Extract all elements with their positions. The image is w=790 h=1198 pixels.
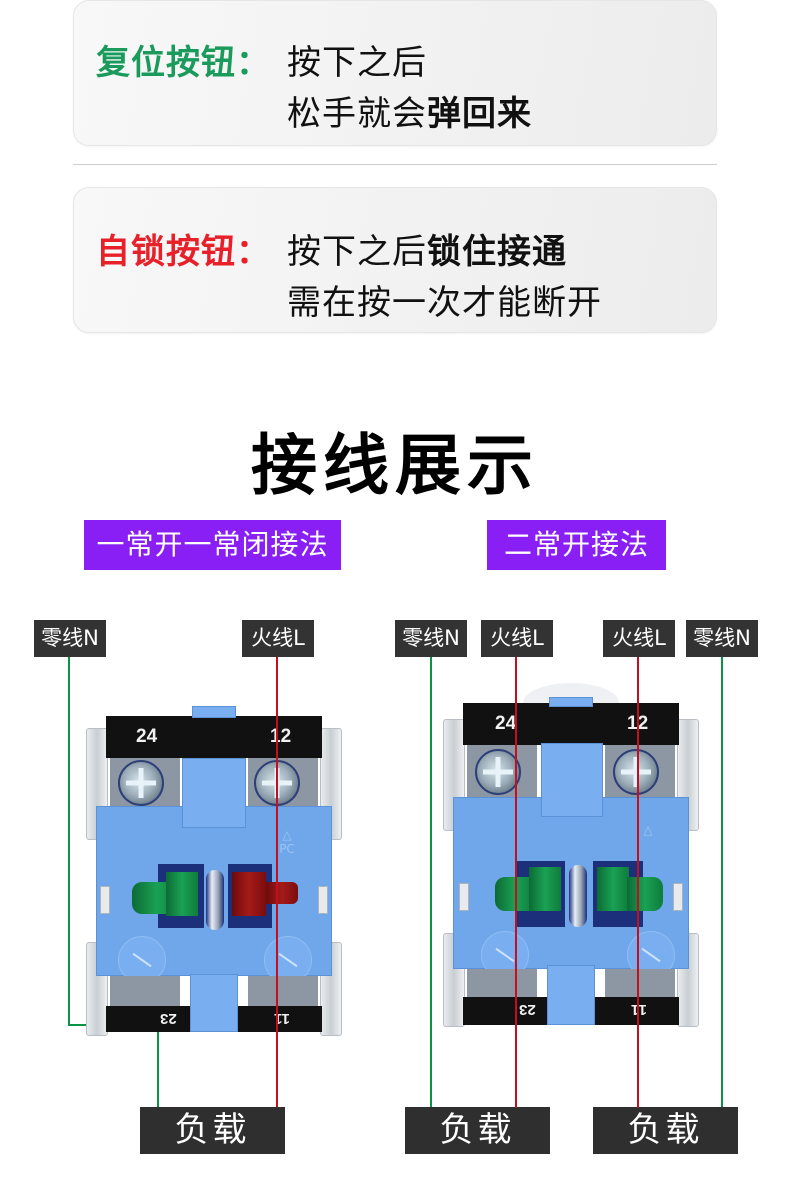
section-title: 接线展示 (251, 427, 539, 504)
load-box-left: 负载 (140, 1107, 285, 1154)
center-plunger (206, 870, 224, 930)
contact-nc-red (232, 872, 266, 916)
method-badge-no-nc: 一常开一常闭接法 (84, 520, 341, 570)
screw-bay (110, 976, 180, 1006)
self-lock-button-label: 自锁按钮： (96, 232, 271, 272)
self-lock-desc-line2: 需在按一次才能断开 (287, 283, 602, 323)
contact-nc-red-tip (266, 882, 298, 904)
contact-block-no-nc: 24 12 23 11 △PC (86, 706, 342, 1036)
reset-button-info-card: 复位按钮： 按下之后 松手就会弹回来 (73, 0, 717, 146)
side-slot (100, 886, 110, 914)
reset-desc-normal: 松手就会 (287, 94, 427, 134)
reset-button-desc-line1: 按下之后 (287, 43, 427, 83)
neutral-wire-left-to-load (157, 1024, 159, 1108)
contact-no-green-2 (597, 867, 629, 911)
neutral-label-right-2: 零线N (686, 620, 758, 657)
terminal-23: 23 (160, 1010, 177, 1027)
live-label-right-1: 火线L (481, 620, 553, 657)
self-lock-desc-normal: 按下之后 (287, 232, 427, 272)
neutral-wire-right-1 (430, 657, 432, 1108)
live-label-right-2: 火线L (603, 620, 675, 657)
terminal-24: 24 (136, 726, 158, 747)
center-plunger (569, 865, 587, 927)
side-slot (459, 883, 469, 911)
top-latch (541, 743, 603, 817)
recycle-icon: △PC (279, 828, 295, 856)
screw-bay (248, 976, 318, 1006)
reset-desc-bold: 弹回来 (427, 94, 532, 134)
top-terminal-bar: 24 12 (106, 716, 322, 758)
neutral-label-right-1: 零线N (395, 620, 467, 657)
terminal-12: 12 (270, 726, 292, 747)
contact-block-two-no: 24 12 23 11 △ (443, 683, 699, 1027)
reset-button-label: 复位按钮： (96, 43, 271, 83)
side-slot (318, 886, 328, 914)
screw-icon (613, 749, 659, 795)
contact-no-green-1 (529, 867, 561, 911)
reset-button-desc-line2: 松手就会弹回来 (287, 86, 532, 135)
screw-bay (605, 969, 675, 997)
recycle-icon: △ (643, 823, 653, 837)
screw-icon (475, 749, 521, 795)
neutral-wire-left-vertical (68, 657, 70, 1026)
side-slot (673, 883, 683, 911)
terminal-24: 24 (495, 713, 517, 734)
contact-no-green (166, 872, 198, 916)
bottom-latch (190, 974, 238, 1032)
screw-bay (467, 969, 537, 997)
divider (73, 164, 717, 165)
contact-no-green-tip-2 (627, 877, 663, 911)
screw-icon (118, 760, 164, 806)
live-label-left: 火线L (242, 620, 314, 657)
live-wire-right-2 (637, 657, 639, 1108)
top-terminal-bar: 24 12 (463, 703, 679, 745)
top-latch (182, 758, 246, 828)
self-lock-button-info-card: 自锁按钮： 按下之后锁住接通 需在按一次才能断开 (73, 187, 717, 333)
recycle-mark: PC (279, 842, 295, 856)
top-latch-lip (192, 706, 236, 718)
self-lock-desc-bold: 锁住接通 (427, 232, 567, 272)
self-lock-desc-line1: 按下之后锁住接通 (287, 224, 567, 273)
top-latch-lip (549, 697, 593, 707)
load-box-right-2: 负载 (593, 1107, 738, 1154)
terminal-23: 23 (519, 1001, 536, 1018)
load-box-right-1: 负载 (405, 1107, 550, 1154)
neutral-label-left: 零线N (34, 620, 106, 657)
live-wire-left (276, 657, 278, 1107)
live-wire-right-1 (515, 657, 517, 1108)
method-badge-two-no: 二常开接法 (487, 520, 666, 570)
bottom-latch (547, 965, 595, 1025)
neutral-wire-right-2 (721, 657, 723, 1108)
